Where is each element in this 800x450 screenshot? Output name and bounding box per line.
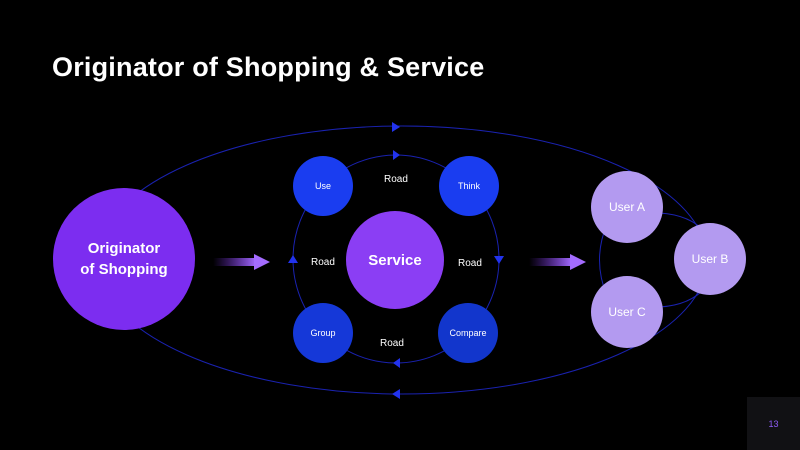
user-b-node: User B xyxy=(674,223,746,295)
user-c-node: User C xyxy=(591,276,663,348)
road-label-bottom: Road xyxy=(380,338,404,349)
compare-node: Compare xyxy=(438,303,498,363)
inner-top-arrow xyxy=(393,150,400,160)
inner-bottom-arrow xyxy=(393,358,400,368)
page-number-box: 13 xyxy=(747,397,800,450)
user-b-label: User B xyxy=(691,252,729,266)
flow-arrow-left-body xyxy=(213,258,256,266)
service-label: Service xyxy=(368,251,422,269)
compare-label: Compare xyxy=(449,328,487,338)
use-label: Use xyxy=(314,181,331,191)
think-node: Think xyxy=(439,156,499,216)
group-node: Group xyxy=(293,303,353,363)
originator-node: Originator of Shopping xyxy=(53,188,195,330)
page-number: 13 xyxy=(768,418,779,429)
originator-label-line2: of Shopping xyxy=(80,261,168,278)
group-label: Group xyxy=(310,328,336,338)
outer-top-arrow xyxy=(392,122,400,132)
road-label-right: Road xyxy=(458,258,482,269)
originator-label-line1: Originator xyxy=(87,240,161,257)
road-label-left: Road xyxy=(311,257,335,268)
inner-right-arrow xyxy=(494,256,504,264)
slide-title: Originator of Shopping & Service xyxy=(52,52,485,82)
inner-left-arrow xyxy=(288,255,298,263)
outer-bottom-arrow xyxy=(392,389,400,399)
flow-arrow-right-head xyxy=(570,254,586,270)
flow-arrow-right-body xyxy=(529,258,572,266)
road-label-top: Road xyxy=(384,174,408,185)
user-a-label: User A xyxy=(608,200,645,214)
use-node: Use xyxy=(293,156,353,216)
user-a-node: User A xyxy=(591,171,663,243)
flow-arrow-left-head xyxy=(254,254,270,270)
user-c-label: User C xyxy=(608,305,646,319)
service-node: Service xyxy=(346,211,444,309)
think-label: Think xyxy=(457,181,480,191)
